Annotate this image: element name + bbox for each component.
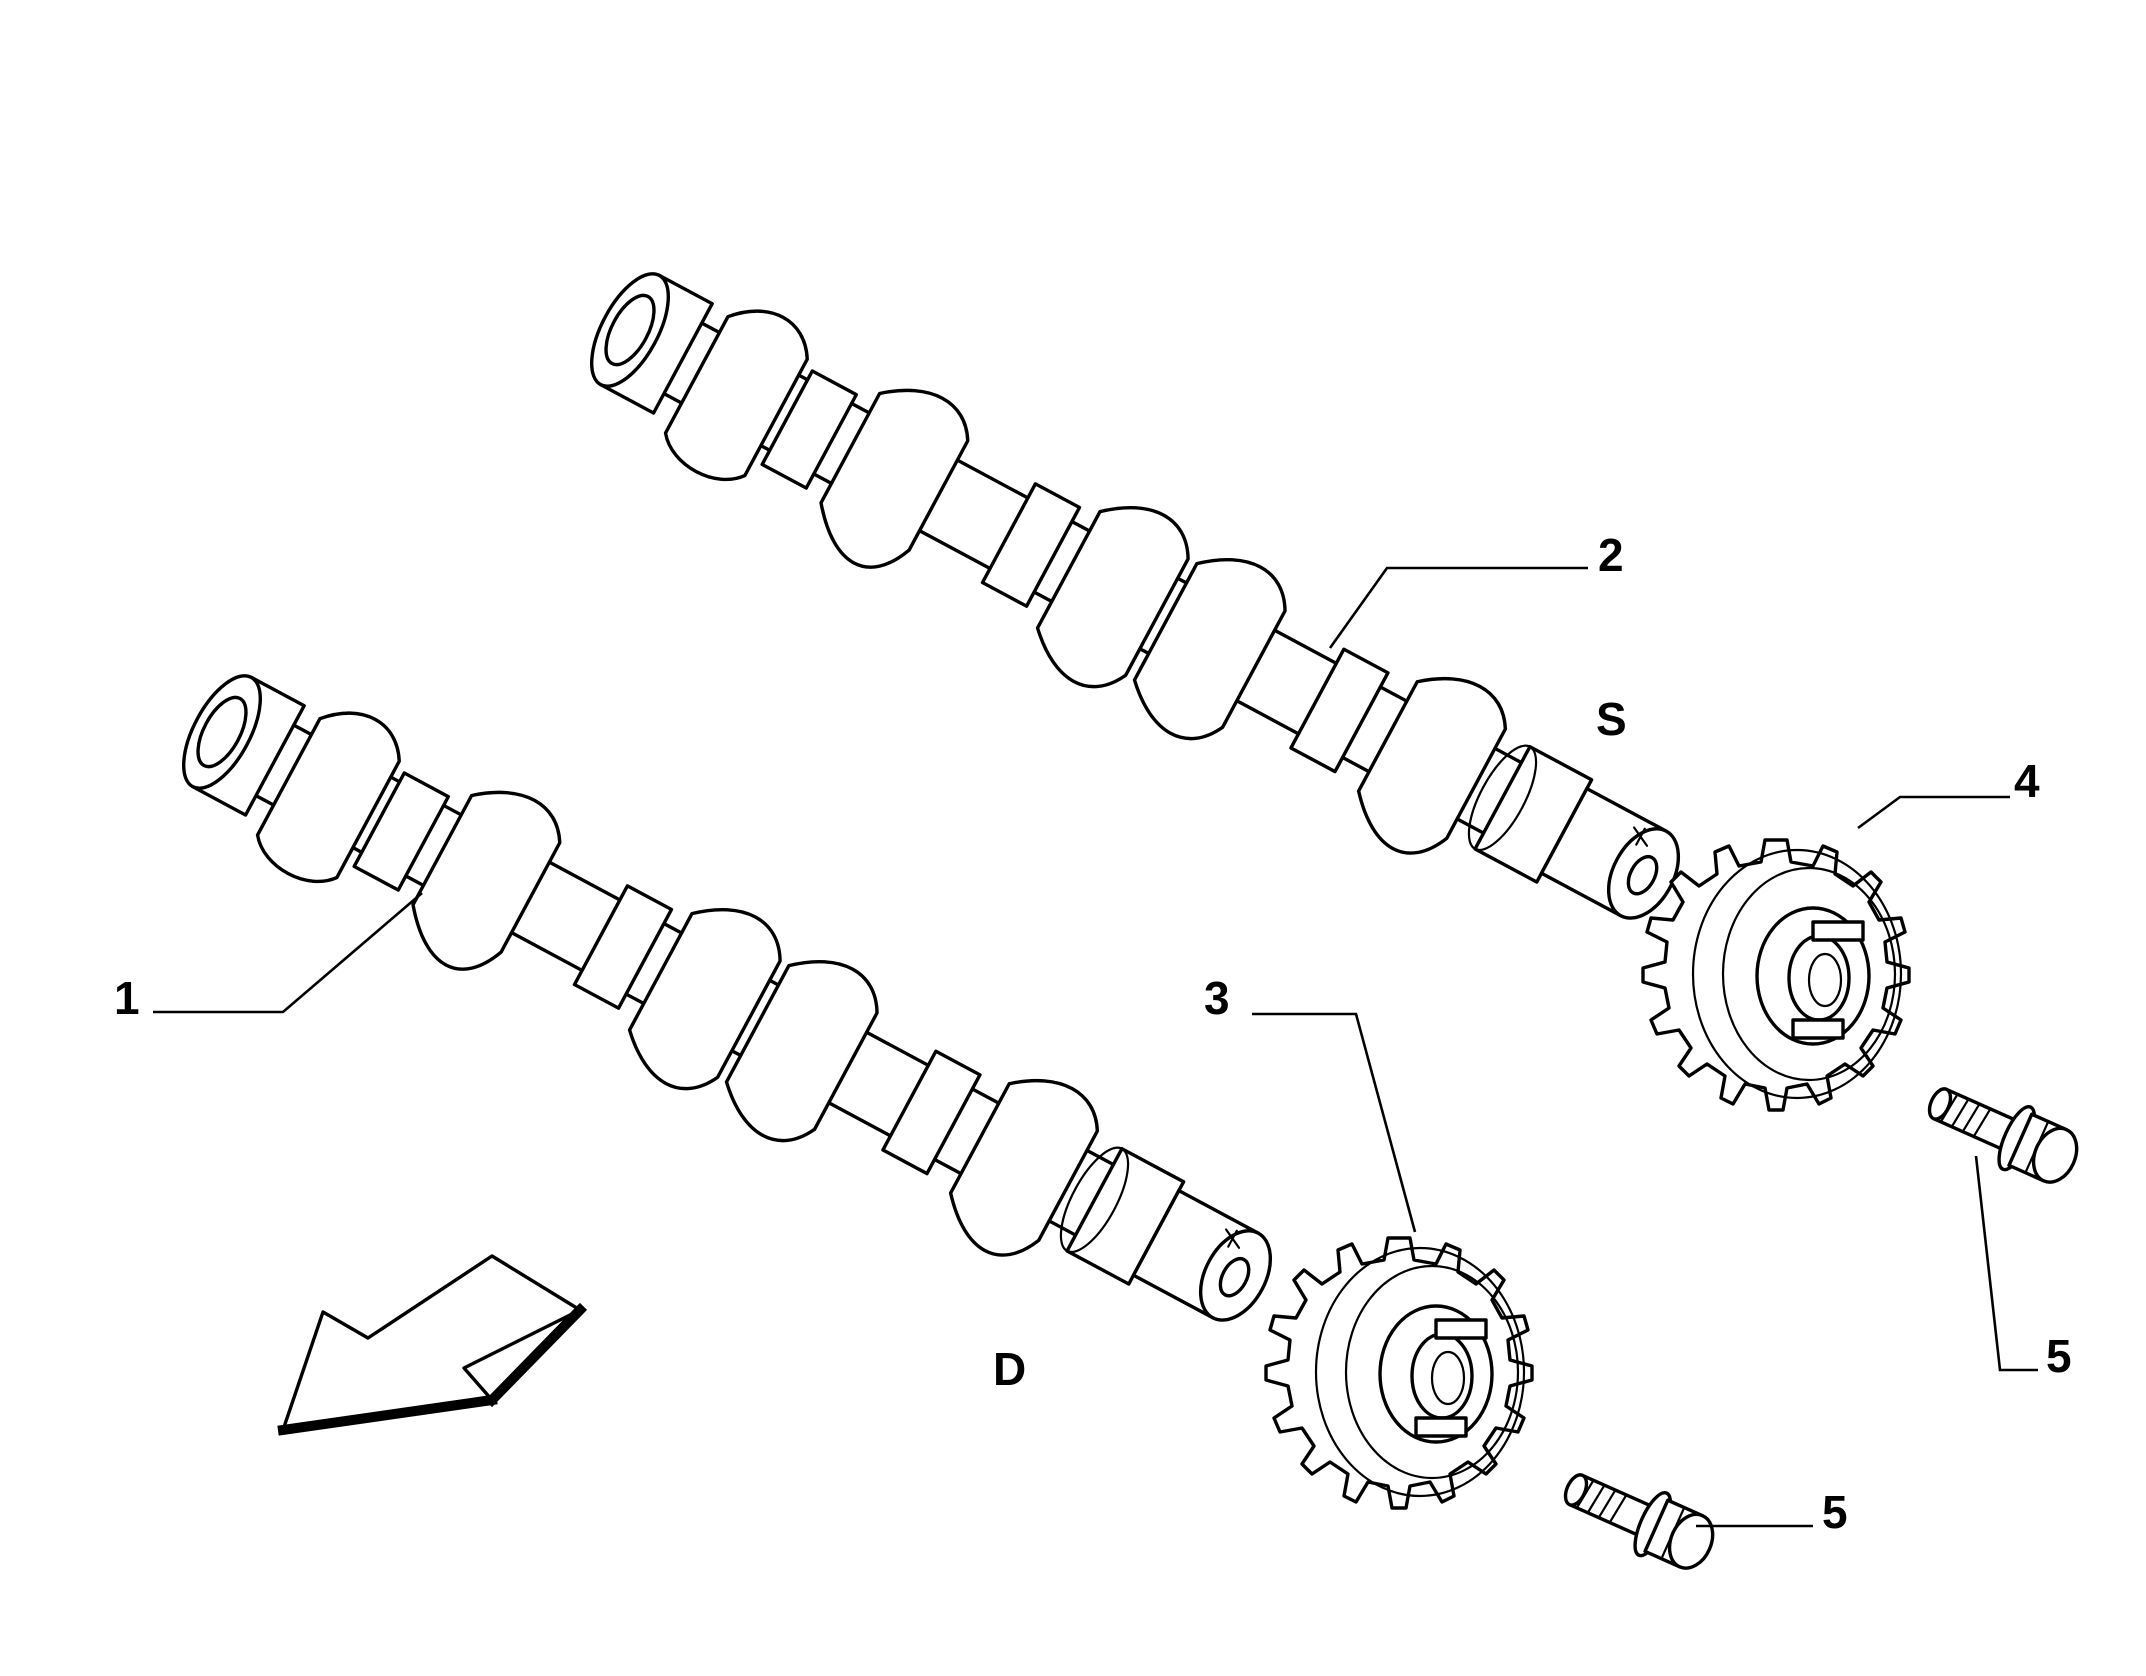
leader-line-1 xyxy=(153,892,423,1014)
leader-line-2 xyxy=(1328,566,1588,649)
gear-bolt-upper xyxy=(1916,1067,2089,1197)
camshaft-intake xyxy=(148,638,1306,1380)
callout-5-lower: 5 xyxy=(1822,1486,1848,1538)
side-label-s: S xyxy=(1596,693,1627,745)
camshaft-gear-upper xyxy=(1641,838,1911,1112)
direction-arrow-icon xyxy=(277,1254,588,1436)
callout-4: 4 xyxy=(2014,755,2040,807)
callout-5-upper: 5 xyxy=(2046,1330,2072,1382)
callout-1: 1 xyxy=(114,972,140,1024)
camshaft-gear-lower xyxy=(1264,1236,1534,1510)
side-label-d: D xyxy=(993,1343,1026,1395)
leader-line-3 xyxy=(1252,1012,1417,1233)
gear-bolt-lower xyxy=(1552,1453,1725,1583)
callout-2: 2 xyxy=(1598,529,1624,581)
leader-line-5-upper xyxy=(1974,1155,2038,1372)
callout-3: 3 xyxy=(1204,972,1230,1024)
camshaft-exhaust xyxy=(556,236,1714,978)
leader-line-4 xyxy=(1857,795,2010,830)
